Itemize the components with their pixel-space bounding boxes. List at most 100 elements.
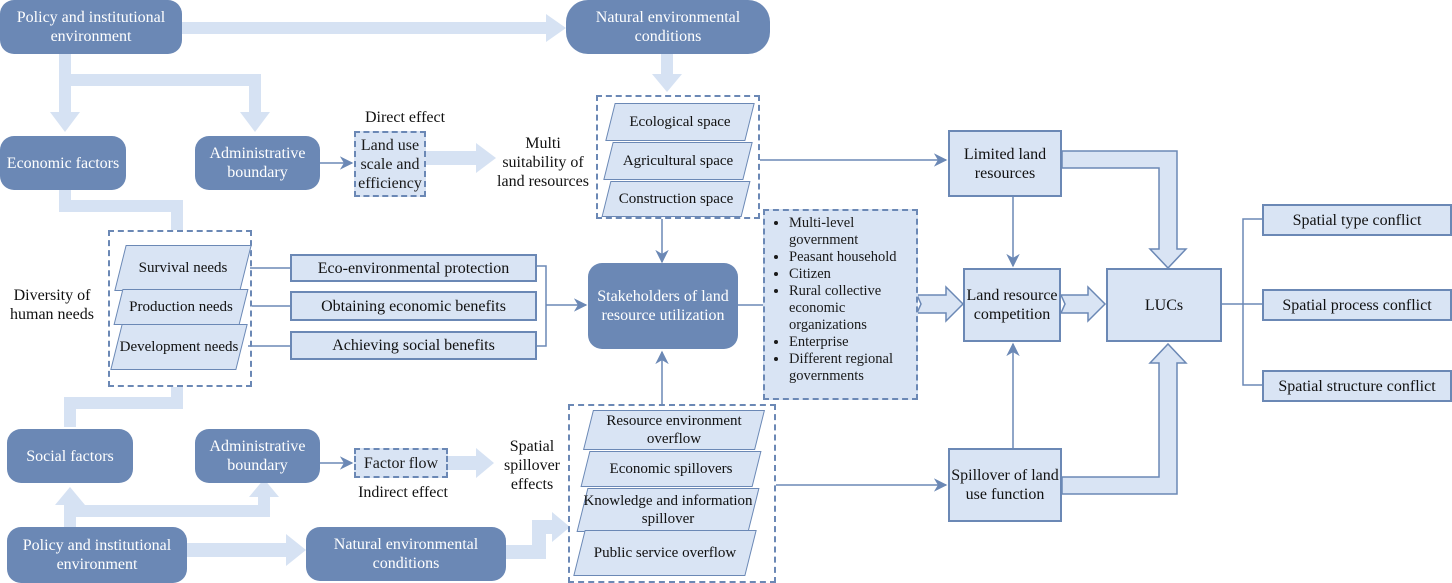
stakeholder-item: Enterprise (789, 334, 914, 351)
flow-stem-admin (249, 74, 261, 112)
spillover-land-use-function: Spillover of land use function (948, 448, 1062, 522)
spillover-knowledge-label: Knowledge and information spillover (583, 493, 753, 527)
social-factors-label: Social factors (26, 447, 114, 465)
flow-arrowhead-admin-bottom (249, 479, 279, 497)
conflict-spatial-process-label: Spatial process conflict (1282, 296, 1432, 314)
flow-arrowhead-natural (652, 74, 682, 92)
stakeholders-list-box: Multi-level government Peasant household… (763, 209, 918, 400)
spillover-economic-label: Economic spillovers (609, 461, 733, 477)
flow-arrowhead-social (55, 487, 85, 505)
flow-bottom-branch-admin (258, 497, 270, 515)
goal-eco-protection-label: Eco-environmental protection (317, 259, 510, 277)
goal-economic-benefits: Obtaining economic benefits (290, 291, 537, 321)
spaces-group (596, 95, 760, 219)
lucs-box: LUCs (1106, 268, 1222, 342)
limited-land-resources-label: Limited land resources (963, 145, 1047, 182)
block-arrow-competition-to-lucs (1059, 285, 1107, 323)
development-needs: Development needs (110, 324, 248, 370)
ecological-space: Ecological space (605, 103, 755, 141)
policy-environment-top: Policy and institutional environment (0, 0, 182, 54)
administrative-boundary-top-label: Administrative boundary (209, 145, 306, 181)
flow-economic-to-needs-v (171, 200, 183, 230)
flow-arrow-natural-to-spillovers (506, 512, 570, 559)
development-needs-label: Development needs (119, 339, 239, 355)
diversity-human-needs-label: Diversity of human needs (10, 287, 94, 323)
spillover-knowledge: Knowledge and information spillover (576, 488, 760, 532)
land-use-scale-box: Land use scale and efficiency (354, 131, 426, 197)
goal-social-benefits: Achieving social benefits (290, 331, 537, 360)
block-arrow-function-to-lucs (1061, 342, 1188, 495)
economic-factors-label: Economic factors (6, 154, 120, 172)
spillover-economic: Economic spillovers (580, 451, 762, 487)
conflict-spatial-type: Spatial type conflict (1262, 204, 1452, 236)
flow-bottom-branch (64, 505, 270, 517)
natural-conditions-bottom: Natural environmental conditions (306, 527, 506, 581)
flow-stem-natural-down (661, 54, 673, 74)
spillover-land-use-function-label: Spillover of land use function (951, 467, 1059, 503)
indirect-effect-caption: Indirect effect (358, 483, 448, 501)
spillover-public-service: Public service overflow (573, 530, 757, 576)
multi-suitability-label: Multi suitability of land resources (497, 134, 589, 190)
block-arrow-limited-to-lucs (1061, 150, 1188, 270)
administrative-boundary-bottom-label: Administrative boundary (209, 438, 306, 474)
construction-space: Construction space (601, 181, 751, 217)
flow-arrow-bottom-policy-to-natural (186, 534, 306, 566)
flow-needs-to-social-h (64, 397, 183, 409)
flow-arrow-policy-to-natural (182, 14, 566, 42)
block-arrow-list-to-competition (915, 285, 965, 323)
limited-land-resources: Limited land resources (948, 130, 1062, 197)
natural-conditions-top: Natural environmental conditions (566, 0, 770, 54)
conflict-spatial-process: Spatial process conflict (1262, 289, 1452, 321)
construction-space-label: Construction space (618, 191, 734, 207)
flow-arrowhead-economic (50, 112, 80, 132)
stakeholder-item: Rural collective economic organizations (789, 283, 914, 334)
stakeholder-item: Different regional governments (789, 351, 914, 385)
flow-arrow-direct-effect (426, 143, 496, 173)
stakeholders-label: Stakeholders of land resource utilizatio… (597, 288, 729, 324)
administrative-boundary-bottom: Administrative boundary (195, 429, 320, 483)
stakeholders-box: Stakeholders of land resource utilizatio… (588, 263, 738, 349)
stakeholder-item: Multi-level government (789, 215, 914, 249)
land-resource-competition-label: Land resource competition (966, 287, 1058, 323)
conflict-spatial-type-label: Spatial type conflict (1292, 211, 1422, 229)
conflict-spatial-structure: Spatial structure conflict (1262, 370, 1452, 402)
conflict-spatial-structure-label: Spatial structure conflict (1278, 377, 1436, 395)
stakeholder-item: Citizen (789, 266, 914, 283)
social-factors: Social factors (7, 429, 133, 483)
lucs-label: LUCs (1144, 296, 1184, 314)
factor-flow-box: Factor flow (354, 448, 448, 478)
spillover-resource-environment-label: Resource environment overflow (606, 413, 742, 447)
flow-economic-to-needs-h2 (59, 200, 183, 212)
goal-social-benefits-label: Achieving social benefits (332, 337, 495, 354)
direct-effect-caption: Direct effect (364, 108, 446, 126)
factor-flow-label: Factor flow (363, 454, 439, 472)
flow-needs-to-social-v2 (64, 397, 76, 427)
land-use-scale-label: Land use scale and efficiency (358, 136, 422, 192)
spatial-spillover-label: Spatial spillover effects (504, 437, 560, 493)
flow-branch-horizontal (59, 74, 261, 86)
spillovers-group (568, 404, 776, 583)
spillover-public-service-label: Public service overflow (593, 545, 737, 561)
production-needs: Production needs (113, 289, 249, 325)
ecological-space-label: Ecological space (629, 114, 731, 130)
policy-environment-top-label: Policy and institutional environment (16, 9, 166, 45)
agricultural-space-label: Agricultural space (622, 153, 734, 169)
block-arrows (915, 150, 1188, 495)
flow-arrowhead-admin-top (240, 112, 270, 132)
stakeholder-item: Peasant household (789, 249, 914, 266)
goal-economic-benefits-label: Obtaining economic benefits (321, 297, 506, 315)
policy-environment-bottom-label: Policy and institutional environment (22, 537, 172, 573)
administrative-boundary-top: Administrative boundary (195, 136, 320, 190)
natural-conditions-top-label: Natural environmental conditions (595, 9, 741, 45)
land-resource-competition: Land resource competition (963, 268, 1061, 342)
survival-needs: Survival needs (114, 245, 252, 291)
spillover-resource-environment: Resource environment overflow (583, 410, 765, 450)
flow-arrows (50, 14, 682, 566)
survival-needs-label: Survival needs (138, 260, 228, 276)
thin-connectors (248, 153, 1262, 492)
flow-arrow-indirect-effect (448, 448, 494, 478)
economic-factors: Economic factors (0, 136, 126, 190)
policy-environment-bottom: Policy and institutional environment (7, 527, 187, 583)
